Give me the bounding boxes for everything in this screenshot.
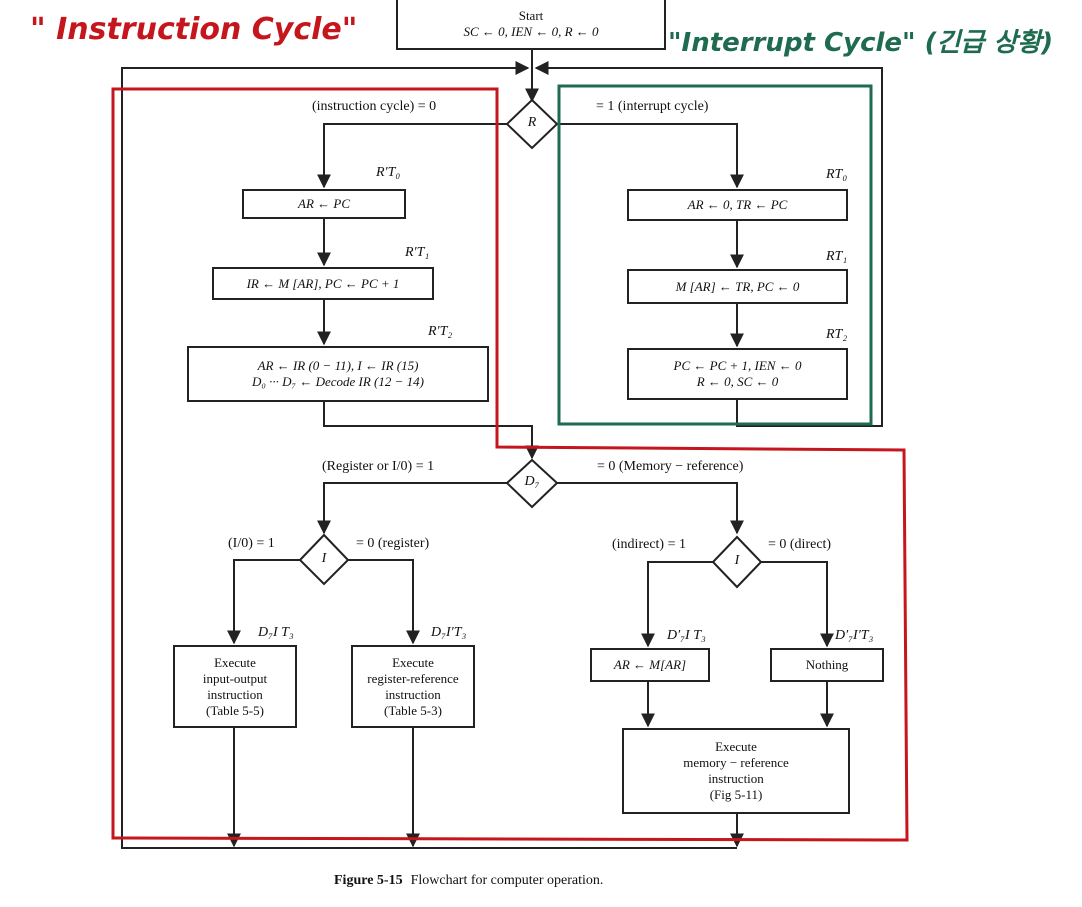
execute-reg-line4: (Table 5-3)	[384, 702, 442, 718]
indirect-fetch-box: AR ← M[AR]	[590, 648, 710, 682]
decision-d7-label: D₇	[524, 474, 540, 489]
arrow-r-left	[317, 123, 507, 189]
decision-r-label: R	[527, 115, 537, 130]
decision-d7-diamond	[505, 458, 559, 509]
decision-r-diamond	[505, 98, 559, 150]
timing-r-t2: R′T₂	[428, 324, 453, 339]
timing-r-t1: R′T₁	[405, 245, 430, 260]
start-box: Start SC ← 0, IEN ← 0, R ← 0	[396, 0, 666, 50]
return-loop-right	[534, 61, 883, 427]
decode-step-line2: D₀ ··· D₇ ← Decode IR (12 − 14)	[252, 374, 424, 389]
timing-rt0: RT₀	[826, 167, 848, 182]
decode-step-box: AR ← IR (0 − 11), I ← IR (15) D₀ ··· D₇ …	[187, 346, 489, 402]
figure-caption-text: Flowchart for computer operation.	[410, 873, 604, 888]
execute-io-line2: input-output	[202, 670, 268, 686]
timing-rt1: RT₁	[826, 249, 848, 264]
fetch-step-1-box: AR ← PC	[242, 189, 406, 219]
i-left-branch-io: (I/0) = 1	[228, 536, 275, 551]
nothing-text: Nothing	[805, 657, 849, 672]
instruction-cycle-note: " Instruction Cycle"	[30, 12, 358, 47]
execute-reg-box: Execute register-reference instruction (…	[351, 645, 475, 728]
execute-io-line4: (Table 5-5)	[206, 702, 264, 718]
timing-indirect: D′₇I T₃	[667, 628, 706, 643]
figure-caption: Figure 5-15 Flowchart for computer operat…	[334, 873, 603, 889]
timing-reg: D₇I′T₃	[431, 625, 467, 640]
r-left-branch-label: (instruction cycle) = 0	[312, 99, 437, 114]
interrupt-step-3-line2: R ← 0, SC ← 0	[696, 374, 779, 389]
timing-r-t0: R′T₀	[376, 165, 401, 180]
decision-i-right-label: I	[734, 553, 740, 568]
execute-reg-line3: instruction	[385, 686, 441, 702]
indirect-fetch-text: AR ← M[AR]	[613, 657, 687, 672]
nothing-box: Nothing	[770, 648, 884, 682]
decode-step-line1: AR ← IR (0 − 11), I ← IR (15)	[257, 358, 419, 373]
decision-i-left-diamond	[298, 533, 350, 586]
execute-mem-line2: memory − reference	[683, 755, 789, 770]
i-right-branch-direct: = 0 (direct)	[768, 537, 832, 552]
execute-mem-box: Execute memory − reference instruction (…	[622, 728, 850, 814]
i-left-branch-register: = 0 (register)	[356, 536, 430, 551]
timing-io: D₇I T₃	[258, 625, 294, 640]
decision-i-left-label: I	[321, 551, 327, 566]
execute-mem-line4: (Fig 5-11)	[709, 787, 763, 802]
execute-io-box: Execute input-output instruction (Table …	[173, 645, 297, 728]
fetch-step-2-text: IR ← M [AR], PC ← PC + 1	[246, 275, 400, 291]
execute-mem-line1: Execute	[715, 739, 757, 754]
execute-reg-line2: register-reference	[367, 670, 459, 686]
interrupt-step-1-text: AR ← 0, TR ← PC	[687, 197, 788, 212]
start-title: Start	[518, 8, 544, 23]
interrupt-cycle-note: "Interrupt Cycle" (긴급 상황)	[668, 28, 1054, 58]
interrupt-step-2-box: M [AR] ← TR, PC ← 0	[627, 269, 848, 304]
arrow-to-d7	[323, 402, 539, 460]
timing-direct: D′₇I′T₃	[835, 628, 874, 643]
d7-left-branch-label: (Register or I/0) = 1	[322, 459, 435, 474]
start-init: SC ← 0, IEN ← 0, R ← 0	[463, 24, 599, 39]
figure-number: Figure 5-15	[334, 873, 403, 888]
interrupt-step-3-line1: PC ← PC + 1, IEN ← 0	[673, 358, 802, 373]
interrupt-step-2-text: M [AR] ← TR, PC ← 0	[675, 278, 800, 294]
instruction-cycle-highlight	[111, 87, 909, 842]
r-right-branch-label: = 1 (interrupt cycle)	[596, 99, 709, 114]
d7-right-branch-label: = 0 (Memory − reference)	[597, 459, 744, 474]
interrupt-cycle-highlight	[557, 84, 873, 426]
fetch-step-2-box: IR ← M [AR], PC ← PC + 1	[212, 267, 434, 300]
execute-io-line1: Execute	[214, 654, 256, 670]
interrupt-step-3-box: PC ← PC + 1, IEN ← 0 R ← 0, SC ← 0	[627, 348, 848, 400]
arrow-r-right	[557, 123, 744, 189]
fetch-step-1-text: AR ← PC	[298, 196, 350, 211]
timing-rt2: RT₂	[826, 327, 848, 342]
execute-mem-line3: instruction	[708, 771, 764, 786]
execute-io-line3: instruction	[207, 686, 263, 702]
interrupt-step-1-box: AR ← 0, TR ← PC	[627, 189, 848, 221]
decision-i-right-diamond	[711, 535, 763, 589]
i-right-branch-indirect: (indirect) = 1	[612, 537, 686, 552]
execute-reg-line1: Execute	[392, 654, 434, 670]
